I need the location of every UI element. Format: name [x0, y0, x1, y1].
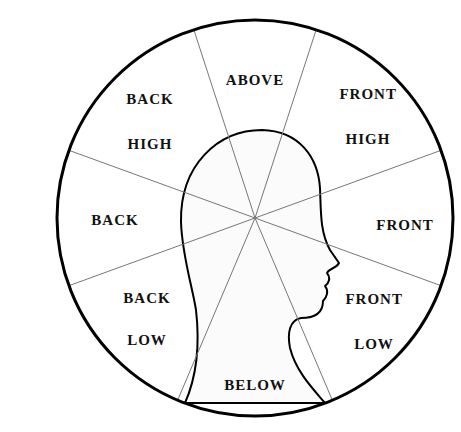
sector-label: FRONT HIGH: [339, 72, 396, 162]
sector-label: BACK HIGH: [126, 77, 173, 167]
sector-divider: [255, 30, 316, 218]
sector-divider: [69, 150, 255, 218]
sector-label: BACK LOW: [123, 277, 170, 361]
sector-dividers: [69, 30, 441, 401]
sector-label: FRONT LOW: [345, 277, 402, 367]
sector-divider: [194, 30, 255, 218]
outer-circle: [57, 20, 453, 416]
sector-label: BACK: [91, 210, 138, 230]
sector-divider: [255, 218, 332, 400]
sector-divider: [69, 218, 255, 286]
head-silhouette: [181, 130, 339, 403]
sector-label: BELOW: [224, 375, 286, 395]
sector-divider: [255, 150, 441, 218]
sector-divider: [178, 218, 255, 400]
sector-label: ABOVE: [226, 70, 284, 90]
sector-label: FRONT: [376, 215, 434, 235]
